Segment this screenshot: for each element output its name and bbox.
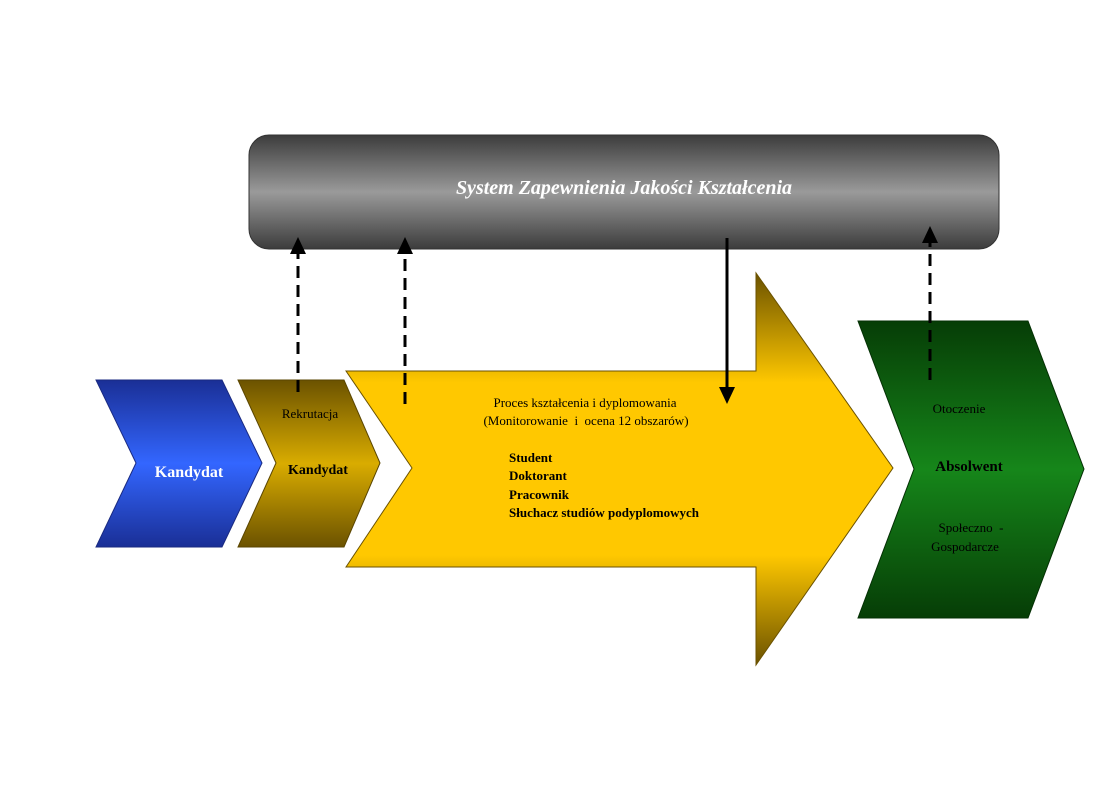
connectors	[290, 226, 938, 404]
process-arrow-role: Doktorant	[509, 468, 567, 483]
graduate-chevron-bottom-line2: Gospodarcze	[931, 539, 999, 554]
process-arrow-title-line1: Proces kształcenia i dyplomowania	[493, 395, 676, 410]
process-feedback-arrowhead	[397, 237, 413, 254]
recruitment-chevron-main-label: Kandydat	[288, 463, 348, 478]
recruitment-chevron-top-label: Rekrutacja	[282, 406, 339, 421]
graduate-chevron-main-label: Absolwent	[935, 459, 1003, 475]
graduate-chevron: Otoczenie Absolwent Społeczno - Gospodar…	[857, 320, 1085, 619]
process-arrow-role: Słuchacz studiów podyplomowych	[509, 505, 700, 520]
graduate-chevron-bottom-line1: Społeczno -	[939, 520, 1004, 535]
process-arrow-title-line2: (Monitorowanie i ocena 12 obszarów)	[483, 413, 688, 428]
candidate-chevron-shape	[95, 379, 263, 548]
process-arrow-role: Pracownik	[509, 487, 570, 502]
graduate-chevron-shape	[857, 320, 1085, 619]
system-to-process-arrowhead	[719, 387, 735, 404]
system-box-title: System Zapewnienia Jakości Kształcenia	[456, 177, 792, 199]
candidate-chevron: Kandydat	[95, 379, 263, 548]
candidate-chevron-label: Kandydat	[155, 464, 224, 481]
process-arrow-role: Student	[509, 450, 553, 465]
system-box-shape	[248, 134, 1000, 250]
recruitment-feedback-arrowhead	[290, 237, 306, 254]
process-arrow-shape	[345, 271, 894, 667]
graduate-feedback-arrowhead	[922, 226, 938, 243]
process-arrow: Proces kształcenia i dyplomowania (Monit…	[345, 271, 894, 667]
system-box: System Zapewnienia Jakości Kształcenia	[248, 134, 1000, 250]
recruitment-chevron-shape	[237, 379, 381, 548]
recruitment-chevron: Rekrutacja Kandydat	[237, 379, 381, 548]
graduate-chevron-top-label: Otoczenie	[933, 401, 986, 416]
